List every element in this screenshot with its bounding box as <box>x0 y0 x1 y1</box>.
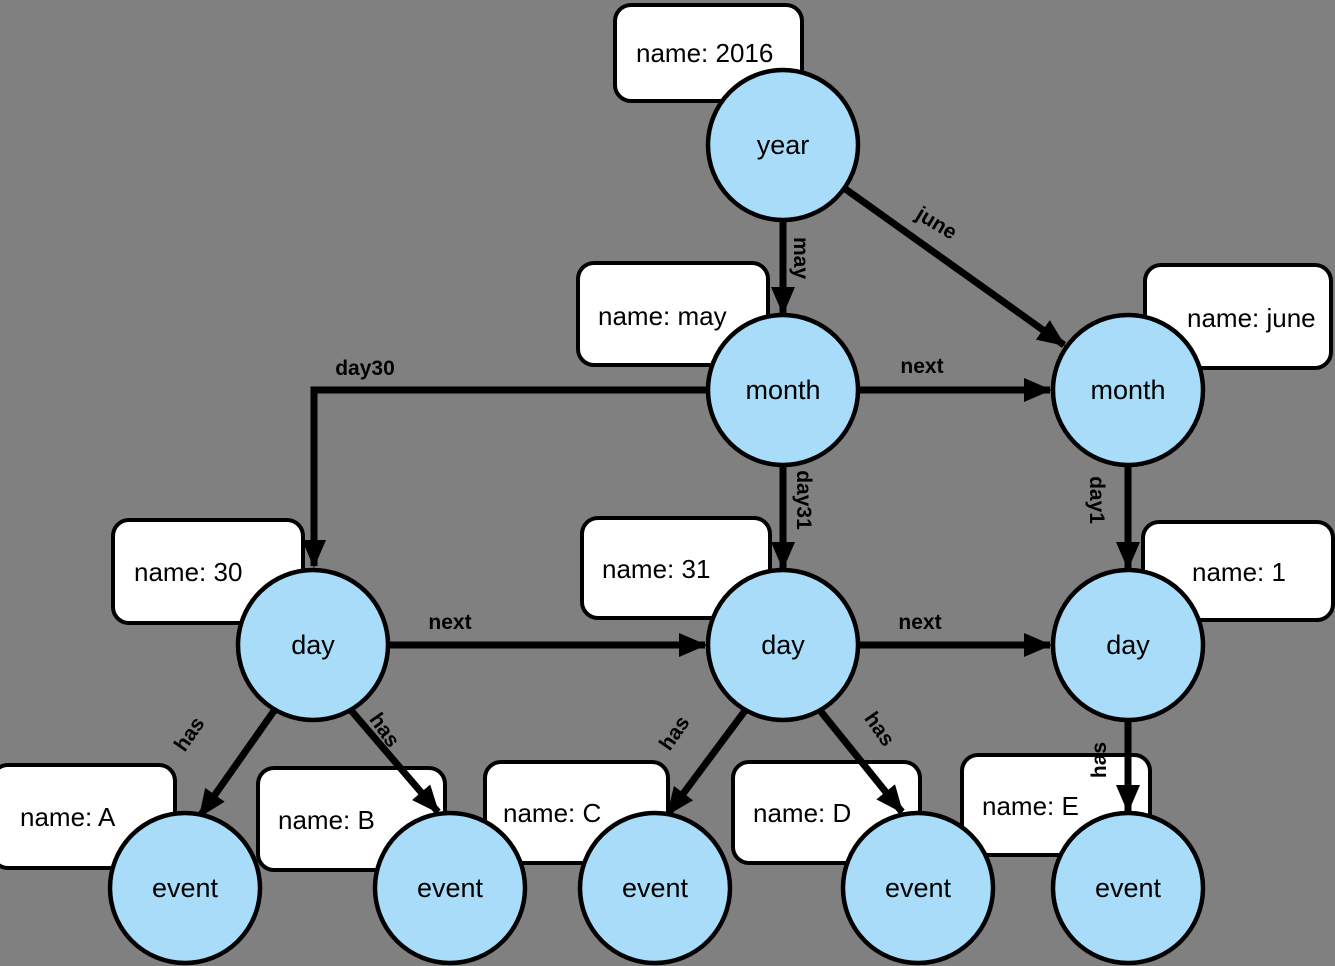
node-label-month-may: month <box>745 375 820 405</box>
node-event-b <box>372 810 528 966</box>
edge-label-may: may <box>789 237 812 279</box>
node-label-month-june: month <box>1090 375 1165 405</box>
node-year <box>705 67 861 223</box>
node-label-event-c: event <box>622 873 689 903</box>
prop-text-day-30: name: 30 <box>134 557 242 587</box>
node-label-event-b: event <box>417 873 484 903</box>
edge-day30-has-a <box>197 705 279 819</box>
prop-box-month-may <box>576 261 770 367</box>
node-label-day-1: day <box>1106 630 1150 660</box>
node-label-year: year <box>757 130 810 160</box>
node-event-c <box>577 810 733 966</box>
edge-day31-has-c <box>665 705 750 817</box>
edge-month-day30 <box>302 386 708 568</box>
prop-text-event-a: name: A <box>20 802 116 832</box>
edge-year-june <box>841 185 1067 348</box>
node-month-june <box>1050 312 1206 468</box>
node-month-may <box>705 312 861 468</box>
prop-box-day-31 <box>580 516 772 620</box>
prop-text-day-1: name: 1 <box>1192 557 1286 587</box>
edge-label-day31: day31 <box>792 470 815 530</box>
prop-text-month-may: name: may <box>598 301 727 331</box>
node-day-30 <box>235 567 391 723</box>
prop-text-year: name: 2016 <box>636 38 773 68</box>
edge-label-day30: day30 <box>335 357 395 380</box>
node-label-event-a: event <box>152 873 219 903</box>
prop-text-month-june: name: june <box>1187 303 1316 333</box>
nodes: year month month day day day event event… <box>107 67 1206 966</box>
prop-text-event-d: name: D <box>753 798 851 828</box>
node-day-31 <box>705 567 861 723</box>
prop-text-day-31: name: 31 <box>602 554 710 584</box>
edge-label-next-day-left: next <box>428 611 471 634</box>
node-label-event-d: event <box>885 873 952 903</box>
edge-label-day1: day1 <box>1085 476 1108 524</box>
node-event-e <box>1050 810 1206 966</box>
edge-day1-has-d <box>815 705 905 815</box>
edge-label-next-day-right: next <box>898 611 941 634</box>
node-day-1 <box>1050 567 1206 723</box>
edges <box>197 185 1140 819</box>
edge-label-next-month: next <box>900 355 943 378</box>
node-label-day-31: day <box>761 630 805 660</box>
prop-text-event-b: name: B <box>278 805 375 835</box>
edge-day30-has-b <box>346 705 441 815</box>
node-event-a <box>107 810 263 966</box>
edge-label-has-e: has <box>1088 742 1111 778</box>
node-event-d <box>840 810 996 966</box>
prop-text-event-c: name: C <box>503 798 601 828</box>
node-label-event-e: event <box>1095 873 1162 903</box>
node-label-day-30: day <box>291 630 335 660</box>
prop-text-event-e: name: E <box>982 791 1079 821</box>
